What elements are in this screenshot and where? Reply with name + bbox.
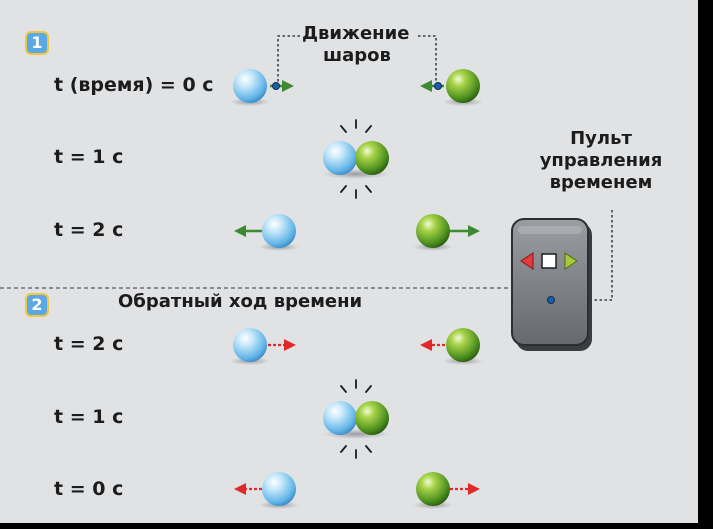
section2-badge: 2 [25, 293, 49, 317]
row1-forward-arrow-right [270, 80, 294, 92]
remote-label: Пульт управления временем [532, 128, 670, 194]
time-remote [511, 218, 592, 351]
remote-label-line2: управления [539, 150, 663, 171]
row2-blue-ball [230, 328, 270, 365]
row6-time-label: t = 0 с [54, 478, 124, 500]
motion-connector-left [277, 35, 300, 84]
row1-blue-ball [230, 69, 270, 106]
row1-collision-rays [340, 119, 372, 199]
row1-time-label: t (время) = 0 с [54, 74, 214, 96]
row4-time-label: t = 2 с [54, 333, 124, 355]
row2-reverse-arrow-right [268, 339, 296, 351]
diagram-art [0, 35, 613, 509]
row2-reverse-arrow-left [420, 339, 446, 351]
motion-connector-right [418, 35, 437, 84]
row2-time-label: t = 1 с [54, 146, 124, 168]
row2-green-ball [443, 328, 483, 365]
section1-badge: 1 [25, 31, 49, 55]
right-border [698, 0, 713, 529]
row1-t2-arrow-left [234, 225, 262, 237]
row2-t0-arrow-left [234, 483, 262, 495]
row2-collision-rays [340, 379, 372, 459]
panel: 1 2 t (время) = 0 с t = 1 с t = 2 с Движ… [0, 0, 698, 523]
row2-t0-arrow-right [450, 483, 480, 495]
remote-label-line3: временем [549, 172, 653, 193]
row5-time-label: t = 1 с [54, 406, 124, 428]
row1-t2-green-ball [413, 214, 453, 251]
remote-label-line1: Пульт [570, 128, 632, 149]
row2-collision-balls [322, 401, 390, 439]
row1-collision-balls [322, 141, 390, 179]
row2-t0-green-ball [413, 472, 453, 509]
row3-time-label: t = 2 с [54, 219, 124, 241]
motion-label-line2: шаров [323, 45, 391, 66]
row1-t2-blue-ball [259, 214, 299, 251]
motion-label-line1: Движение [302, 23, 410, 44]
section2-title: Обратный ход времени [118, 291, 363, 312]
row1-t2-arrow-right [450, 225, 480, 237]
row2-t0-blue-ball [259, 472, 299, 509]
row1-green-ball [443, 69, 483, 106]
row1-forward-arrow-left [420, 80, 444, 92]
